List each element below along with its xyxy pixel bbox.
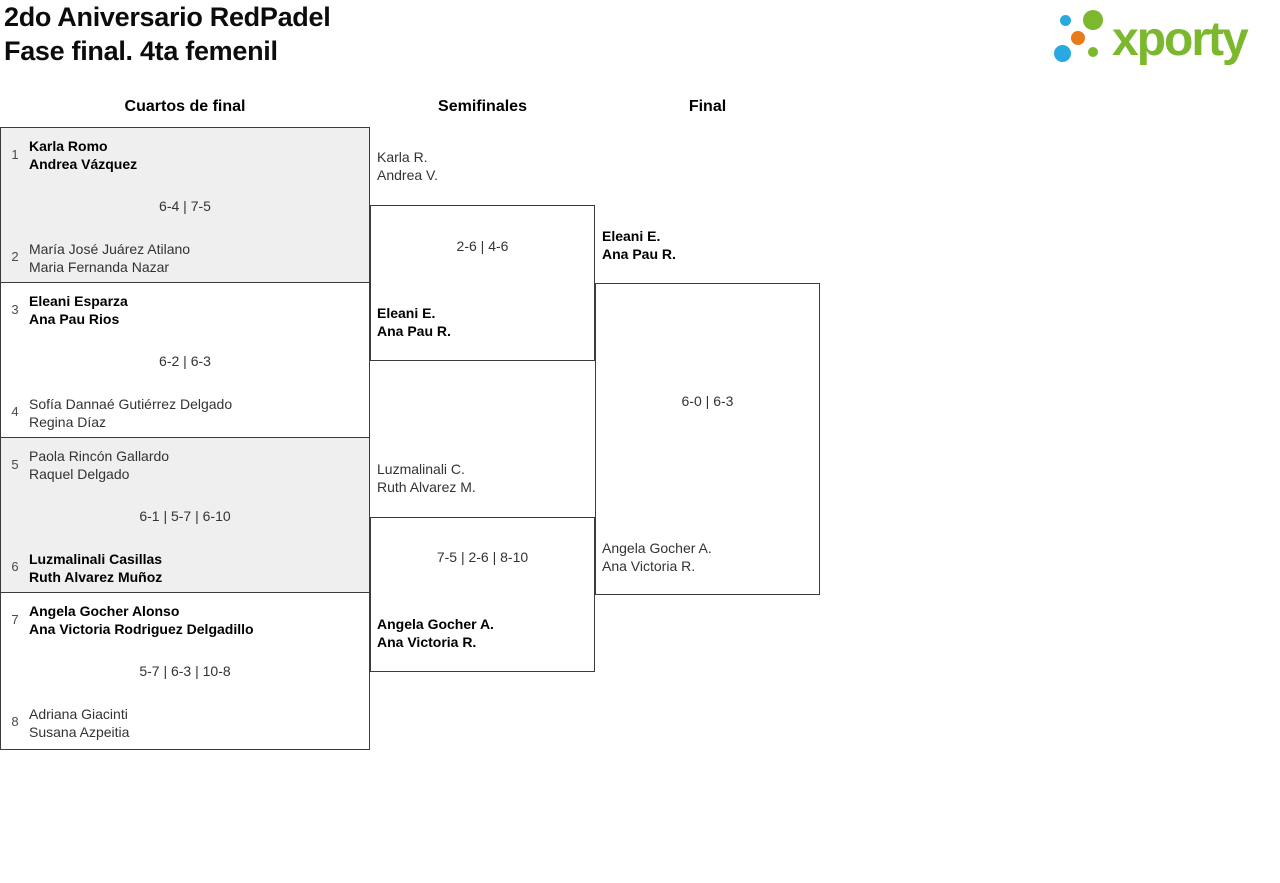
sf2-team-top: Luzmalinali C. Ruth Alvarez M. <box>377 460 476 496</box>
player-name: Karla Romo <box>29 138 108 154</box>
sf1-match-box <box>370 205 595 361</box>
seed-number: 2 <box>11 249 19 264</box>
qf1-team-bottom: María José Juárez Atilano Maria Fernanda… <box>29 240 363 276</box>
qf4-team-bottom: Adriana Giacinti Susana Azpeitia <box>29 705 363 741</box>
player-name: Ana Victoria Rodriguez Delgadillo <box>29 621 254 637</box>
xporty-logo[interactable]: xporty <box>1050 8 1280 72</box>
player-name: María José Juárez Atilano <box>29 241 191 257</box>
qf-match-2: 3 Eleani Esparza Ana Pau Rios 6-2 | 6-3 … <box>1 283 369 438</box>
sf2-score: 7-5 | 2-6 | 8-10 <box>436 549 529 565</box>
player-name: Susana Azpeitia <box>29 724 130 740</box>
qf-match-1: 1 Karla Romo Andrea Vázquez 6-4 | 7-5 2 … <box>1 128 369 283</box>
logo-dot-blue-small-icon <box>1060 15 1071 26</box>
qf3-team-bottom: Luzmalinali Casillas Ruth Alvarez Muñoz <box>29 550 363 586</box>
qf1-score: 6-4 | 7-5 <box>159 198 211 214</box>
player-name: Andrea V. <box>377 167 438 183</box>
qf2-team-top: Eleani Esparza Ana Pau Rios <box>29 292 363 328</box>
player-name: Karla R. <box>377 149 428 165</box>
player-name: Eleani E. <box>377 305 436 321</box>
column-header-semifinals: Semifinales <box>438 98 527 115</box>
player-name: Luzmalinali C. <box>377 461 465 477</box>
logo-text: xporty <box>1112 13 1249 66</box>
player-name: Ana Pau R. <box>602 246 676 262</box>
final-match-box <box>595 283 820 595</box>
player-name: Sofía Dannaé Gutiérrez Delgado <box>29 396 233 412</box>
sf2-match-box <box>370 517 595 672</box>
final-score: 6-0 | 6-3 <box>681 393 734 409</box>
qf2-score: 6-2 | 6-3 <box>159 353 211 369</box>
title-line-2: Fase final. 4ta femenil <box>4 36 278 66</box>
player-name: Adriana Giacinti <box>29 706 128 722</box>
title-line-1: 2do Aniversario RedPadel <box>4 2 331 32</box>
qf3-team-top: Paola Rincón Gallardo Raquel Delgado <box>29 447 363 483</box>
qf2-team-bottom: Sofía Dannaé Gutiérrez Delgado Regina Dí… <box>29 395 363 431</box>
sf2-team-bottom: Angela Gocher A. Ana Victoria R. <box>377 615 494 651</box>
player-name: Luzmalinali Casillas <box>29 551 163 567</box>
logo-dot-blue-large-icon <box>1054 45 1071 62</box>
player-name: Angela Gocher Alonso <box>29 603 180 619</box>
logo-dot-orange-icon <box>1071 31 1085 45</box>
seed-number: 7 <box>11 612 19 627</box>
player-name: Eleani Esparza <box>29 293 128 309</box>
seed-number: 5 <box>11 457 19 472</box>
column-header-quarterfinals: Cuartos de final <box>124 98 246 115</box>
qf-match-3: 5 Paola Rincón Gallardo Raquel Delgado 6… <box>1 438 369 593</box>
player-name: Regina Díaz <box>29 414 107 430</box>
seed-number: 1 <box>11 147 19 162</box>
sf1-team-bottom: Eleani E. Ana Pau R. <box>377 304 451 340</box>
seed-number: 8 <box>11 714 19 729</box>
qf-match-4: 7 Angela Gocher Alonso Ana Victoria Rodr… <box>1 593 369 748</box>
player-name: Eleani E. <box>602 228 661 244</box>
column-header-final: Final <box>688 98 727 115</box>
player-name: Maria Fernanda Nazar <box>29 259 170 275</box>
seed-number: 6 <box>11 559 19 574</box>
player-name: Paola Rincón Gallardo <box>29 448 170 464</box>
player-name: Angela Gocher A. <box>602 540 712 556</box>
final-team-top: Eleani E. Ana Pau R. <box>602 227 676 263</box>
player-name: Ana Pau R. <box>377 323 451 339</box>
page-title: 2do Aniversario RedPadel Fase final. 4ta… <box>4 0 331 68</box>
qf3-score: 6-1 | 5-7 | 6-10 <box>139 508 231 524</box>
logo-dot-green-large-icon <box>1083 10 1103 30</box>
qf4-score: 5-7 | 6-3 | 10-8 <box>139 663 231 679</box>
quarterfinals-column: 1 Karla Romo Andrea Vázquez 6-4 | 7-5 2 … <box>0 127 370 750</box>
player-name: Raquel Delgado <box>29 466 130 482</box>
logo-dot-green-small-icon <box>1088 47 1098 57</box>
player-name: Ana Victoria R. <box>377 634 477 650</box>
player-name: Andrea Vázquez <box>29 156 138 172</box>
player-name: Angela Gocher A. <box>377 616 494 632</box>
final-team-bottom: Angela Gocher A. Ana Victoria R. <box>602 539 712 575</box>
player-name: Ana Pau Rios <box>29 311 120 327</box>
seed-number: 3 <box>11 302 19 317</box>
player-name: Ana Victoria R. <box>602 558 696 574</box>
qf1-team-top: Karla Romo Andrea Vázquez <box>29 137 363 173</box>
player-name: Ruth Alvarez Muñoz <box>29 569 163 585</box>
seed-number: 4 <box>11 404 19 419</box>
player-name: Ruth Alvarez M. <box>377 479 476 495</box>
sf1-score: 2-6 | 4-6 <box>456 238 509 254</box>
qf4-team-top: Angela Gocher Alonso Ana Victoria Rodrig… <box>29 602 363 638</box>
sf1-team-top: Karla R. Andrea V. <box>377 148 438 184</box>
